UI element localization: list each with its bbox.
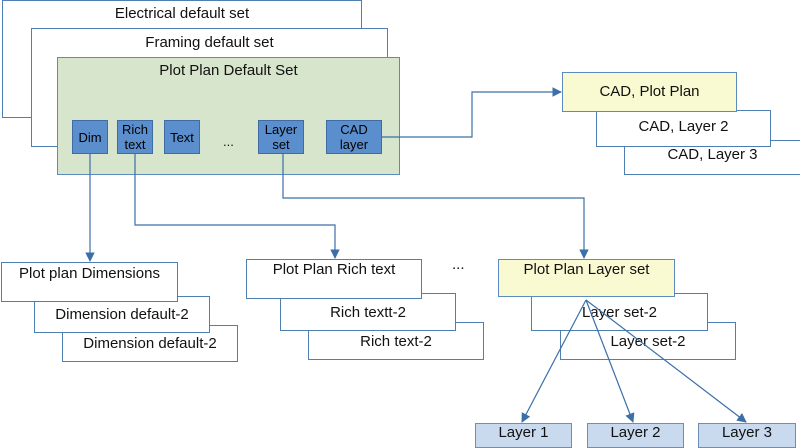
plot-plan-layer-set-label: Plot Plan Layer set xyxy=(523,261,650,278)
electrical-default-set-label: Electrical default set xyxy=(114,5,250,22)
rich-text-chip-label: Rich text xyxy=(121,122,148,152)
text-chip-label: Text xyxy=(170,129,194,145)
layer-set-chip-label: Layer set xyxy=(264,122,298,152)
cad-plot-plan-label: CAD, Plot Plan xyxy=(599,83,700,100)
layer-set-to-layer-1-arrow xyxy=(521,299,587,423)
chips-ellipsis: ... xyxy=(223,134,234,149)
dimension-default-2a-box: Dimension default-2 xyxy=(34,296,210,333)
plot-plan-dimensions-box: Plot plan Dimensions xyxy=(1,262,178,302)
middle-ellipsis: ... xyxy=(452,256,465,273)
cad-layer-3-label: CAD, Layer 3 xyxy=(667,146,758,163)
dim-chip: Dim xyxy=(72,120,108,154)
layer-set-to-layer-2-arrow xyxy=(585,299,635,423)
text-chip: Text xyxy=(164,120,200,154)
rich-text-to-rich-text-set-arrow xyxy=(134,154,340,259)
layer-3-label: Layer 3 xyxy=(721,424,773,441)
layer-2-box: Layer 2 xyxy=(587,423,684,448)
layer-set-2a-box: Layer set-2 xyxy=(531,293,708,331)
plot-plan-default-set-label: Plot Plan Default Set xyxy=(159,62,298,79)
dim-chip-label: Dim xyxy=(78,129,102,145)
cad-layer-chip-label: CAD layer xyxy=(339,122,369,152)
rich-text-2-label: Rich text-2 xyxy=(360,333,432,350)
framing-default-set-label: Framing default set xyxy=(145,34,274,51)
plot-plan-layer-set-box: Plot Plan Layer set xyxy=(498,259,675,297)
dimension-default-2a-label: Dimension default-2 xyxy=(55,306,189,323)
layer-set-chip: Layer set xyxy=(258,120,304,154)
plot-plan-rich-text-label: Plot Plan Rich text xyxy=(272,261,396,278)
plot-plan-default-set: Plot Plan Default Set xyxy=(57,57,400,175)
layer-1-label: Layer 1 xyxy=(498,424,549,441)
cad-plot-plan-box: CAD, Plot Plan xyxy=(562,72,737,112)
layer-2-label: Layer 2 xyxy=(610,424,661,441)
layer-set-2b-label: Layer set-2 xyxy=(610,333,686,350)
cad-layer-2-box: CAD, Layer 2 xyxy=(596,110,771,147)
cad-layer-2-label: CAD, Layer 2 xyxy=(638,118,729,135)
dimension-default-2b-label: Dimension default-2 xyxy=(83,335,217,352)
rich-text-chip: Rich text xyxy=(117,120,153,154)
layer-set-to-layer-set-arrow xyxy=(282,154,589,259)
cad-layer-to-cad-plot-plan-arrow xyxy=(382,87,562,138)
plot-plan-rich-text-box: Plot Plan Rich text xyxy=(246,259,422,299)
plot-plan-dimensions-label: Plot plan Dimensions xyxy=(19,265,160,282)
layer-1-box: Layer 1 xyxy=(475,423,572,448)
layer-set-2a-label: Layer set-2 xyxy=(581,304,658,321)
cad-layer-chip: CAD layer xyxy=(326,120,382,154)
rich-textt-2-label: Rich textt-2 xyxy=(330,304,406,321)
layer-set-to-layer-3-arrow xyxy=(585,299,747,423)
